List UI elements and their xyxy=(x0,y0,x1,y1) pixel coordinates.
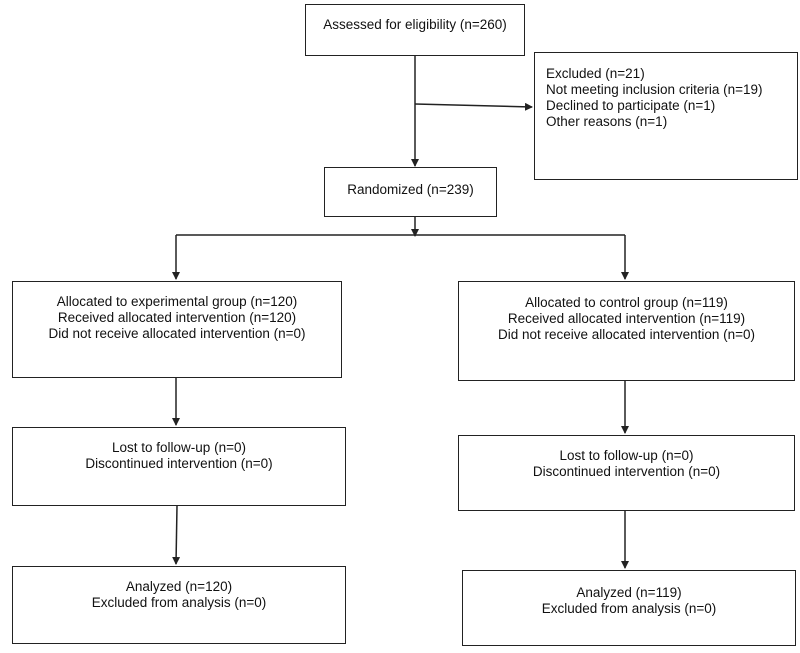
connector-to-excluded xyxy=(414,102,533,111)
experimental-lost-line: Lost to follow-up (n=0) xyxy=(112,440,246,455)
randomized-box: Randomized (n=239) xyxy=(324,167,497,217)
excluded-reason-declined: Declined to participate (n=1) xyxy=(546,98,716,113)
experimental-not-received-line: Did not receive allocated intervention (… xyxy=(48,326,306,341)
control-received-line: Received allocated intervention (n=119) xyxy=(507,311,746,326)
control-lost-line: Lost to follow-up (n=0) xyxy=(559,448,694,463)
control-followup-box: Lost to follow-up (n=0) Discontinued int… xyxy=(458,435,795,511)
experimental-analysis-box: Analyzed (n=120) Excluded from analysis … xyxy=(12,566,346,644)
control-not-received-line: Did not receive allocated intervention (… xyxy=(497,327,756,342)
experimental-followup-box: Lost to follow-up (n=0) Discontinued int… xyxy=(12,427,346,506)
excluded-reason-other: Other reasons (n=1) xyxy=(546,114,668,129)
control-analyzed-line: Analyzed (n=119) xyxy=(576,585,682,600)
experimental-allocated-line: Allocated to experimental group (n=120) xyxy=(56,294,298,309)
excluded-title: Excluded (n=21) xyxy=(546,66,645,81)
assessed-text: Assessed for eligibility (n=260) xyxy=(323,17,507,32)
excluded-reason-inclusion: Not meeting inclusion criteria (n=19) xyxy=(546,82,763,97)
control-discontinued-line: Discontinued intervention (n=0) xyxy=(532,464,721,479)
excluded-box: Excluded (n=21) Not meeting inclusion cr… xyxy=(534,52,798,180)
control-excluded-analysis-line: Excluded from analysis (n=0) xyxy=(541,601,717,616)
connector-exp-fu-to-analysis xyxy=(172,505,181,565)
control-allocated-line: Allocated to control group (n=119) xyxy=(525,295,728,310)
randomized-text: Randomized (n=239) xyxy=(347,182,474,197)
control-allocation-box: Allocated to control group (n=119) Recei… xyxy=(458,281,795,381)
experimental-excluded-analysis-line: Excluded from analysis (n=0) xyxy=(91,595,267,610)
experimental-discontinued-line: Discontinued intervention (n=0) xyxy=(85,456,273,471)
experimental-allocation-box: Allocated to experimental group (n=120) … xyxy=(12,281,342,378)
experimental-received-line: Received allocated intervention (n=120) xyxy=(57,310,297,325)
control-analysis-box: Analyzed (n=119) Excluded from analysis … xyxy=(462,570,796,646)
assessed-box: Assessed for eligibility (n=260) xyxy=(305,4,525,56)
experimental-analyzed-line: Analyzed (n=120) xyxy=(125,579,233,594)
